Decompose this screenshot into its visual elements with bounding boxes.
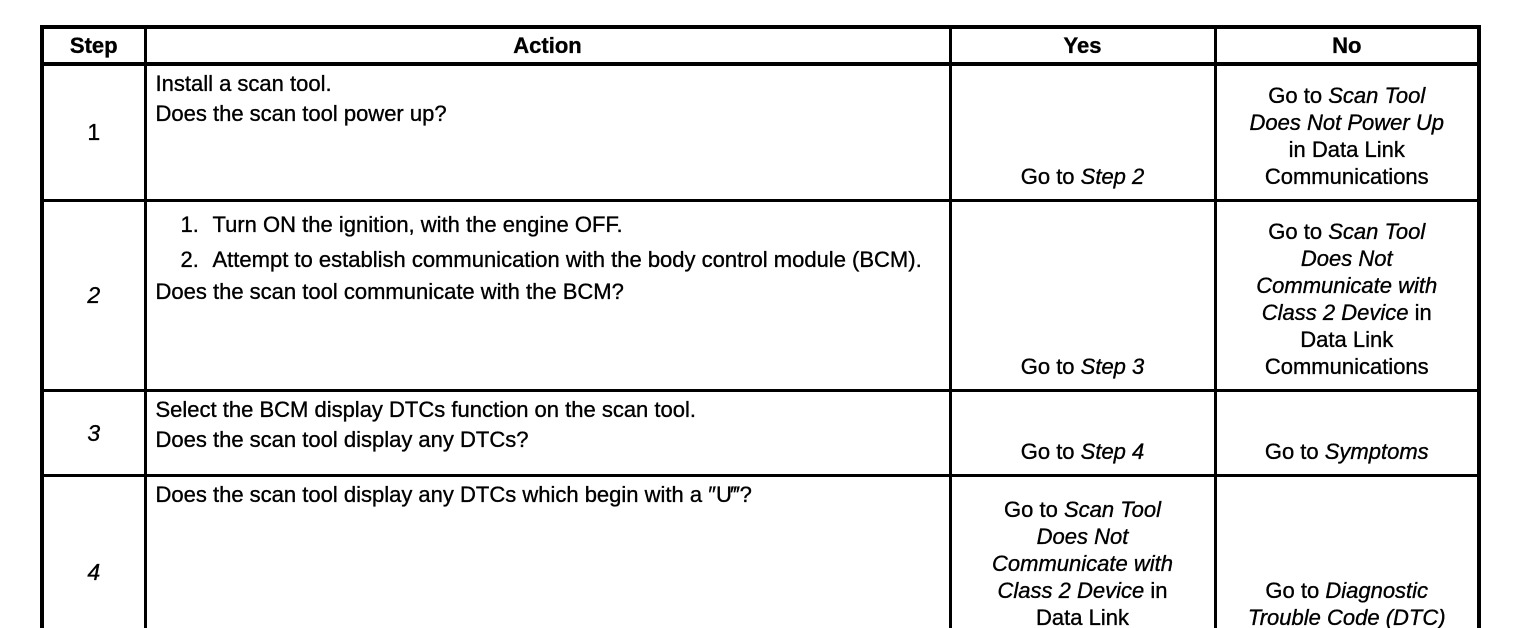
table-row: 2 1. Turn ON the ignition, with the engin… (40, 199, 1481, 392)
reference-text-segment: in Data Link Communications (1036, 578, 1168, 628)
step-number: 4 (87, 558, 101, 585)
step-cell: 2 (40, 199, 147, 392)
no-reference: Go to Diagnostic Trouble Code (DTC) List… (1246, 577, 1448, 628)
no-cell: Go to Scan Tool Does Not Communicate wit… (1213, 199, 1481, 392)
action-cell: Install a scan tool. Does the scan tool p… (143, 62, 952, 202)
column-header-action: Action (143, 25, 952, 66)
list-item-marker: 2. (180, 247, 199, 272)
step-cell: 4 (40, 474, 147, 628)
action-line: Does the scan tool display any DTCs whic… (155, 480, 935, 510)
yes-cell: Go to Scan Tool Does Not Communicate wit… (948, 474, 1217, 628)
reference-text-segment: Symptoms (1324, 439, 1429, 464)
action-cell: Does the scan tool display any DTCs whic… (143, 474, 952, 628)
list-item-text: Attempt to establish communication with … (212, 245, 935, 275)
reference-text-segment: Does the scan tool display any DTCs whic… (155, 482, 752, 507)
yes-cell: Go to Step 2 (948, 62, 1217, 202)
table-body: 1 Install a scan tool. Does the scan tool… (40, 62, 1481, 628)
reference-text-segment: Install a scan tool. (155, 71, 332, 96)
action-line: Select the BCM display DTCs function on … (155, 395, 935, 425)
no-cell: Go to Diagnostic Trouble Code (DTC) List… (1213, 474, 1481, 628)
reference-text-segment: in Data Link Communications (1264, 137, 1429, 189)
column-header-step: Step (40, 25, 147, 66)
reference-text-segment: Diagnostic Trouble Code (DTC) List/Type (1247, 578, 1446, 628)
step-number: 3 (87, 419, 101, 446)
list-item-marker: 1. (180, 212, 199, 237)
table-header-row: Step Action Yes No (40, 25, 1481, 66)
reference-text-segment: Go to (1265, 578, 1326, 603)
action-cell: Select the BCM display DTCs function on … (143, 389, 952, 477)
action-line: Does the scan tool power up? (155, 99, 935, 129)
diagnostic-table: Step Action Yes No 1 Install a scan tool… (40, 25, 1481, 628)
action-line: Does the scan tool communicate with the … (155, 277, 935, 307)
step-cell: 3 (40, 389, 147, 477)
reference-text-segment: Does the scan tool power up? (155, 101, 447, 126)
column-header-no: No (1213, 25, 1481, 66)
reference-text-segment: Does the scan tool communicate with the … (155, 279, 624, 304)
no-reference: Go to Scan Tool Does Not Power Up in Dat… (1246, 82, 1448, 190)
reference-text-segment: Scan Tool Does Not Communicate with Clas… (1256, 219, 1438, 325)
reference-text-segment: in Data Link Communications (1264, 300, 1432, 379)
reference-text-segment: Go to (1020, 354, 1081, 379)
reference-text-segment: Step 4 (1080, 439, 1145, 464)
reference-text-segment: Scan Tool Does Not Power Up (1249, 83, 1444, 135)
action-list-item: 2. Attempt to establish communication wit… (156, 245, 935, 275)
no-reference: Go to Scan Tool Does Not Communicate wit… (1246, 218, 1448, 380)
step-number: 2 (87, 282, 101, 308)
reference-text-segment: Go to (1268, 219, 1329, 244)
yes-reference: Go to Step 4 (982, 438, 1184, 465)
action-line: Does the scan tool display any DTCs? (155, 425, 935, 455)
reference-text-segment: Step 2 (1080, 164, 1145, 189)
table-row: 4 Does the scan tool display any DTCs wh… (40, 474, 1481, 628)
yes-reference: Go to Step 2 (982, 163, 1184, 190)
no-cell: Go to Scan Tool Does Not Power Up in Dat… (1213, 62, 1481, 202)
reference-text-segment: Turn ON the ignition, with the engine OF… (212, 212, 623, 237)
table-row: 3 Select the BCM display DTCs function o… (40, 389, 1481, 477)
reference-text-segment: Select the BCM display DTCs function on … (155, 397, 696, 422)
reference-text-segment: Go to (1004, 497, 1064, 522)
no-cell: Go to Symptoms (1213, 389, 1481, 477)
step-number: 1 (87, 119, 101, 145)
column-header-yes: Yes (948, 25, 1217, 66)
table-row: 1 Install a scan tool. Does the scan tool… (40, 62, 1481, 202)
reference-text-segment: Step 3 (1080, 354, 1145, 379)
action-line: Install a scan tool. (155, 69, 935, 99)
list-item-text: Turn ON the ignition, with the engine OF… (212, 210, 935, 240)
action-cell: 1. Turn ON the ignition, with the engine … (143, 199, 952, 392)
yes-cell: Go to Step 3 (948, 199, 1217, 392)
reference-text-segment: Go to (1020, 439, 1081, 464)
action-list-item: 1. Turn ON the ignition, with the engine … (156, 210, 935, 240)
yes-reference: Go to Scan Tool Does Not Communicate wit… (982, 496, 1184, 628)
step-cell: 1 (40, 62, 147, 202)
reference-text-segment: Does the scan tool display any DTCs? (155, 427, 529, 452)
reference-text-segment: Go to (1020, 164, 1081, 189)
yes-cell: Go to Step 4 (948, 389, 1217, 477)
yes-reference: Go to Step 3 (982, 353, 1184, 380)
reference-text-segment: Go to (1264, 439, 1325, 464)
reference-text-segment: Attempt to establish communication with … (212, 247, 922, 272)
reference-text-segment: Scan Tool Does Not Communicate with Clas… (992, 497, 1173, 603)
reference-text-segment: Go to (1268, 83, 1329, 108)
no-reference: Go to Symptoms (1246, 438, 1448, 465)
